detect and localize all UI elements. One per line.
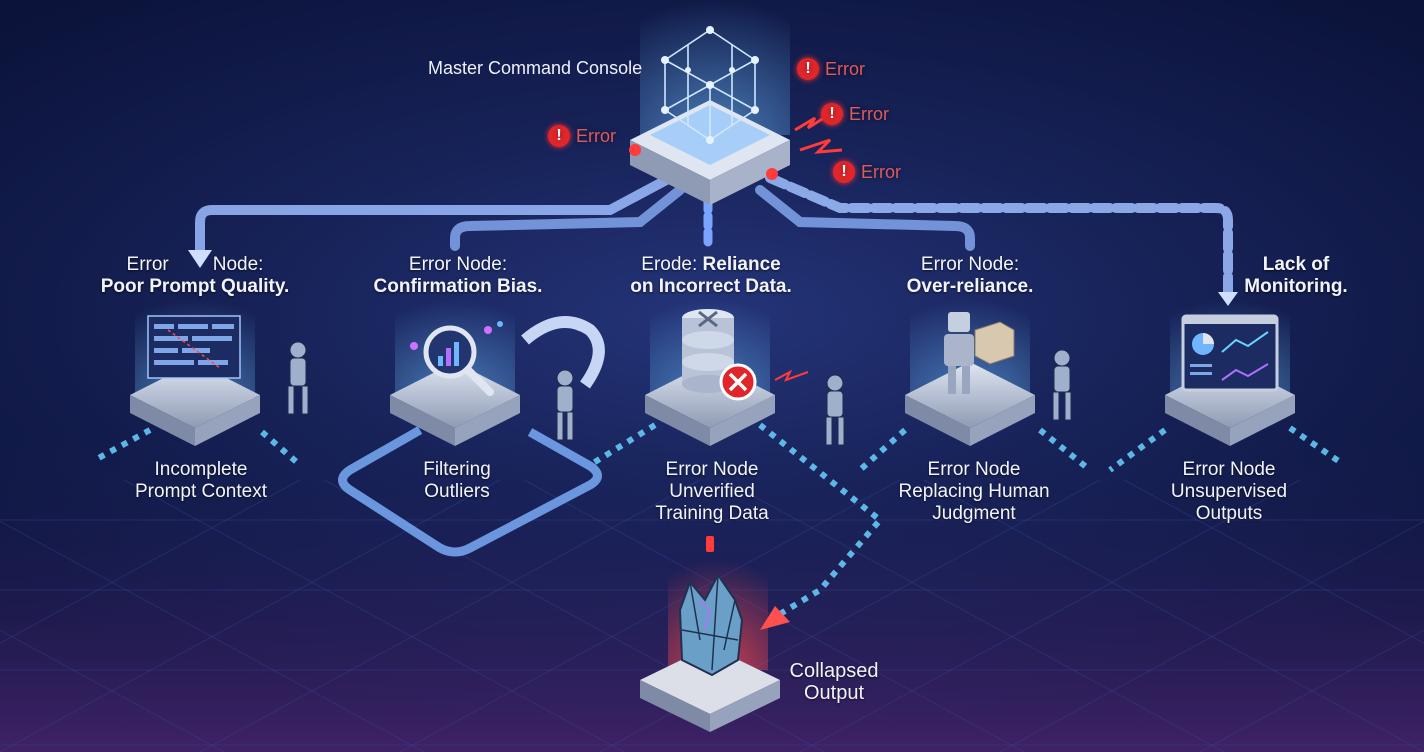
master-console — [629, 0, 843, 205]
pipes — [195, 173, 1233, 300]
alert-icon: ! — [797, 58, 819, 80]
alert-icon: ! — [821, 103, 843, 125]
collapsed-output — [640, 536, 780, 732]
node-3-heading: Erode: Reliance on Incorrect Data. — [630, 254, 792, 297]
data-streams — [93, 422, 1342, 623]
alert-icon: ! — [833, 161, 855, 183]
node-platform-5 — [1165, 300, 1295, 446]
error-badge-4: !Error — [833, 161, 901, 183]
arrow-head-1 — [188, 250, 212, 268]
error-badge-3: !Error — [548, 125, 616, 147]
error-badge-2: !Error — [821, 103, 889, 125]
node-platform-2 — [390, 300, 520, 446]
node-4-heading: Error Node:Over-reliance. — [906, 254, 1034, 297]
error-badge-1: !Error — [797, 58, 865, 80]
node-platform-1 — [130, 300, 260, 446]
loop-arc — [521, 316, 605, 389]
loop-pipe — [338, 426, 602, 557]
arrow-head-5 — [1218, 292, 1238, 306]
node-platform-4 — [905, 300, 1035, 446]
human-figures — [287, 341, 1072, 446]
node-platform-3 — [645, 300, 809, 446]
node-2-heading: Error Node:Confirmation Bias. — [373, 254, 543, 297]
console-title: Master Command Console — [428, 58, 643, 78]
alert-icon: ! — [548, 125, 570, 147]
